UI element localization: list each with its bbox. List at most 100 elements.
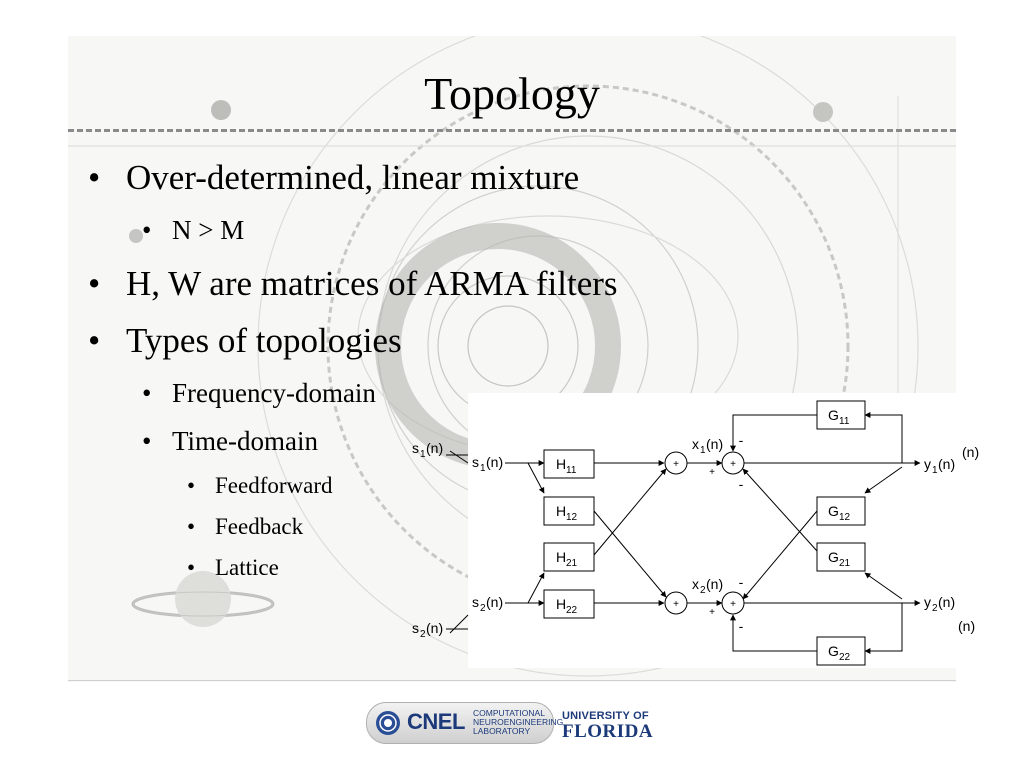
bullet-dot: •: [142, 378, 152, 408]
h11-label: H: [556, 456, 566, 472]
bullet-text: Time-domain: [172, 426, 319, 456]
bullet-over-determined: • Over-determined, linear mixture: [88, 158, 580, 198]
mixture-1-tail: (n): [706, 436, 723, 452]
source-1-subscript: 1: [480, 463, 486, 474]
source-2-tail: (n): [486, 594, 503, 610]
h12-subscript: 12: [566, 512, 578, 523]
brain-icon: [376, 711, 400, 735]
h22-filter-block: [543, 589, 595, 619]
bullet-time-domain: • Time-domain: [142, 425, 319, 457]
bullet-text: Types of topologies: [126, 321, 402, 360]
h12-label: H: [556, 503, 566, 519]
bullet-dot: •: [88, 264, 101, 303]
feedback-minus-sign: -: [739, 476, 744, 492]
input-plus-sign: +: [709, 467, 715, 478]
h21-label: H: [556, 549, 566, 565]
footer-logos: CNEL COMPUTATIONAL NEUROENGINEERING LABO…: [366, 700, 666, 748]
mixture-2-tail: (n): [706, 576, 723, 592]
mixture-1-label: x: [692, 436, 699, 452]
bullet-dot: •: [187, 514, 196, 539]
bullet-dot: •: [187, 473, 196, 498]
h11-subscript: 11: [566, 465, 577, 476]
h21-filter-block: [543, 542, 595, 572]
g22-filter-block: [816, 636, 866, 666]
sum-plus-sign: +: [673, 459, 679, 470]
output-2-tail: (n): [938, 594, 955, 610]
h21-subscript: 21: [566, 558, 578, 569]
bullet-arma-filters: • H, W are matrices of ARMA filters: [88, 264, 618, 304]
source-2-outer-tail: (n): [426, 620, 443, 636]
source-2-outer-subscript: 2: [420, 629, 426, 640]
bullet-frequency-domain: • Frequency-domain: [142, 377, 376, 409]
bullet-text: Lattice: [215, 555, 279, 580]
source-1-label: s: [472, 454, 479, 470]
sum-plus-sign: +: [730, 459, 736, 470]
output-1-label: y: [924, 456, 931, 472]
g21-subscript: 21: [839, 558, 851, 569]
bullet-n-greater-m: • N > M: [142, 214, 245, 246]
source-2-subscript: 2: [480, 603, 486, 614]
bullet-dot: •: [142, 215, 152, 245]
feedback-minus-sign: -: [739, 618, 744, 634]
g12-filter-block: [816, 496, 866, 526]
mix-sum-node-1: [664, 451, 688, 475]
bullet-feedforward: • Feedforward: [187, 472, 333, 500]
bullet-text: Frequency-domain: [172, 378, 376, 408]
demix-sum-node-1: [721, 451, 745, 475]
university-logo-line-1: UNIVERSITY OF: [562, 710, 649, 722]
bullet-dot: •: [187, 555, 196, 580]
bullet-lattice: • Lattice: [187, 554, 279, 582]
g22-label: G: [828, 643, 839, 659]
topology-block-diagram: + + + + + + - - - - H 11 H 12 H 21 H 22: [410, 393, 990, 668]
bullet-text: N > M: [172, 215, 245, 245]
feedback-minus-sign: -: [739, 432, 744, 448]
bullet-dot: •: [88, 321, 101, 360]
source-1-outer-subscript: 1: [420, 449, 426, 460]
mixture-2-label: x: [692, 576, 699, 592]
g11-subscript: 11: [839, 416, 850, 427]
output-1-extra-label: (n): [962, 444, 979, 460]
source-1-tail: (n): [486, 454, 503, 470]
bullet-text: Feedforward: [215, 473, 333, 498]
sum-plus-sign: +: [730, 599, 736, 610]
source-1-outer-label: s: [412, 440, 419, 456]
output-2-extra-label: (n): [958, 618, 975, 634]
source-1-outer-tail: (n): [426, 440, 443, 456]
output-2-label: y: [924, 594, 931, 610]
bullet-text: H, W are matrices of ARMA filters: [126, 264, 618, 303]
diagram-background: [468, 393, 990, 668]
g21-filter-block: [816, 542, 866, 572]
output-1-subscript: 1: [932, 465, 938, 476]
feedback-minus-sign: -: [739, 574, 744, 590]
h11-filter-block: [543, 449, 595, 479]
bullet-dot: •: [142, 426, 152, 456]
g11-filter-block: [816, 400, 866, 430]
mixture-2-subscript: 2: [700, 585, 706, 596]
mix-sum-node-2: [664, 591, 688, 615]
university-logo-line-2: FLORIDA: [562, 721, 654, 742]
cnel-logo: CNEL COMPUTATIONAL NEUROENGINEERING LABO…: [366, 702, 563, 744]
demix-sum-node-2: [721, 591, 745, 615]
bullet-text: Over-determined, linear mixture: [126, 158, 580, 197]
bullet-dot: •: [88, 158, 101, 197]
source-2-outer-label: s: [412, 620, 419, 636]
slide-title: Topology: [424, 68, 600, 119]
mixture-1-subscript: 1: [700, 445, 706, 456]
cnel-wordmark: CNEL: [407, 709, 465, 734]
cnel-subtitle-line: NEUROENGINEERING: [473, 717, 564, 727]
g11-label: G: [828, 407, 839, 423]
g21-label: G: [828, 549, 839, 565]
sum-plus-sign: +: [673, 599, 679, 610]
bullet-text: Feedback: [215, 514, 304, 539]
cnel-subtitle-line: LABORATORY: [473, 726, 531, 736]
input-plus-sign: +: [709, 607, 715, 618]
h22-subscript: 22: [566, 605, 578, 616]
source-2-label: s: [472, 594, 479, 610]
output-1-tail: (n): [938, 456, 955, 472]
cnel-subtitle-line: COMPUTATIONAL: [473, 708, 545, 718]
cnel-subtitle: COMPUTATIONAL NEUROENGINEERING LABORATOR…: [473, 709, 563, 736]
footer-divider: [68, 680, 956, 681]
title-divider: [68, 129, 956, 132]
h12-filter-block: [543, 496, 595, 526]
